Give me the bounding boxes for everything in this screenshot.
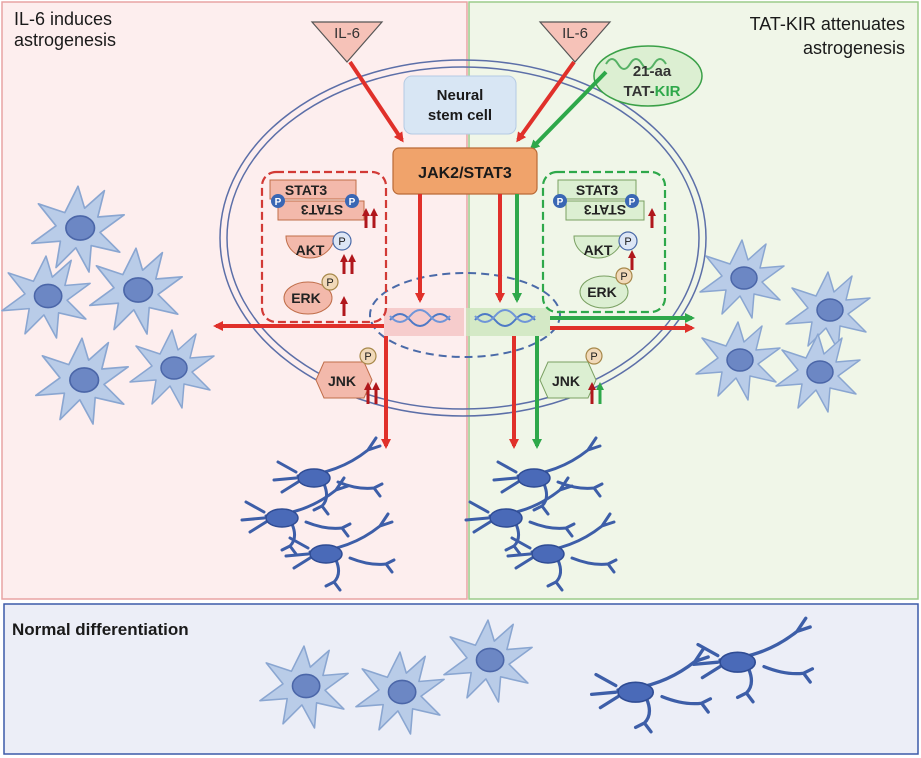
stem-cell-box — [403, 75, 517, 135]
stem-cell-label-1: Neural — [437, 87, 484, 104]
bottom-panel-title: Normal differentiation — [12, 620, 189, 639]
right-panel-title-line1: TAT-KIR attenuates — [749, 14, 905, 34]
right-erk-label: ERK — [587, 284, 617, 300]
bottom-panel — [3, 603, 919, 755]
right-erk-p-label: P — [620, 271, 627, 283]
right-stat3-p2-icon — [625, 194, 639, 208]
cell-membrane-inner — [226, 66, 700, 410]
dna-highlight-right — [466, 308, 550, 336]
right-erk-shape — [579, 275, 629, 309]
tatkir-arrow — [529, 70, 608, 151]
left-stat3-top — [269, 179, 357, 200]
right-stat3-p2-label: P — [629, 197, 636, 208]
left-stat3-top-label: STAT3 — [285, 182, 327, 198]
left-akt-label: AKT — [296, 242, 325, 258]
nucleus — [369, 272, 561, 358]
right-stat3-top-label: STAT3 — [576, 182, 618, 198]
right-stat3-p1-icon — [553, 194, 567, 208]
il6-left-label: IL-6 — [334, 25, 360, 42]
il6-right-triangle — [538, 21, 612, 63]
right-stat3-bottom — [565, 200, 645, 221]
left-panel-title-line1: IL-6 induces — [14, 9, 113, 29]
right-stat3-p1-label: P — [557, 197, 564, 208]
right-stat3-bottom-label: STAT3 — [584, 202, 626, 218]
left-panel — [1, 1, 468, 600]
left-stat3-bottom-label: STAT3 — [301, 202, 343, 218]
tatkir-label-2: TAT-KIR — [624, 83, 681, 100]
tatkir-label-1: 21-aa — [633, 63, 672, 80]
left-panel-title-line2: astrogenesis — [14, 30, 117, 50]
right-stat3-top — [557, 179, 637, 200]
left-akt-p-label: P — [338, 236, 345, 248]
tatkir-bubble — [593, 45, 703, 107]
right-jnk-p-label: P — [590, 351, 597, 363]
right-jnk-p-icon — [585, 347, 603, 365]
left-jnk-p-label: P — [364, 351, 371, 363]
jak-stat-label: JAK2/STAT3 — [418, 165, 512, 182]
il6-right-arrow — [516, 60, 576, 143]
right-akt-p-label: P — [624, 236, 631, 248]
right-akt-label: AKT — [584, 242, 613, 258]
il6-right-label: IL-6 — [562, 25, 588, 42]
left-jnk-label: JNK — [328, 373, 356, 389]
left-erk-shape — [283, 281, 333, 315]
left-erk-p-icon — [321, 273, 339, 291]
left-stat3-p2-label: P — [349, 197, 356, 208]
left-kinase-box — [260, 170, 388, 324]
il6-left-triangle — [310, 21, 384, 63]
left-akt-p-icon — [332, 231, 352, 251]
left-stat3-p2-icon — [345, 194, 359, 208]
left-erk-label: ERK — [291, 290, 321, 306]
right-jnk-label: JNK — [552, 373, 580, 389]
right-erk-p-icon — [615, 267, 633, 285]
peptide-icon — [605, 58, 667, 70]
right-kinase-box — [541, 170, 667, 314]
il6-left-arrow — [348, 60, 404, 143]
left-stat3-p1-icon — [271, 194, 285, 208]
left-erk-p-label: P — [326, 277, 333, 289]
left-stat3-p1-label: P — [275, 197, 282, 208]
jak-stat-box — [392, 147, 538, 195]
right-panel-title-line2: astrogenesis — [802, 38, 905, 58]
left-jnk-p-icon — [359, 347, 377, 365]
cell-membrane-outer — [219, 59, 707, 417]
stem-cell-label-2: stem cell — [428, 107, 492, 124]
